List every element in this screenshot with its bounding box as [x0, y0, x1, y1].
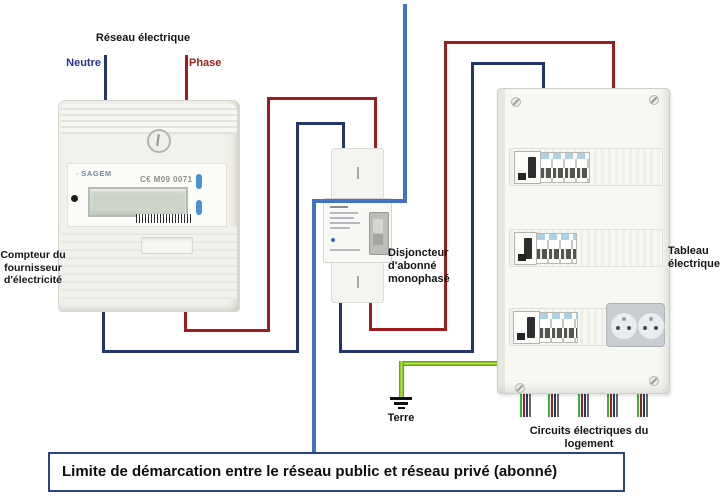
- circuits-caption: Circuits électriques du logement: [529, 425, 649, 450]
- phase-wire-segment: [184, 329, 270, 332]
- breaker-modules: [540, 152, 590, 183]
- neutral-wire-segment: [542, 62, 545, 96]
- screw-icon: [649, 376, 659, 386]
- neutral-wire-segment: [102, 303, 105, 353]
- phase-wire-segment: [369, 328, 447, 331]
- demarcation-note-text: Limite de démarcation entre le réseau pu…: [62, 463, 558, 480]
- electricity-meter: SAGEM C€ M09 0071: [58, 100, 240, 312]
- neutral-wire-segment: [471, 62, 545, 65]
- panel-row: [509, 148, 663, 186]
- phase-wire-segment: [369, 300, 372, 331]
- breaker-bottom-section: [331, 261, 384, 303]
- panel-caption-line: électrique: [668, 258, 720, 270]
- screw-icon: [515, 383, 525, 393]
- neutral-wire-segment: [102, 350, 299, 353]
- panel-caption: Tableau électrique: [668, 245, 720, 271]
- panel-row: [509, 229, 663, 267]
- meter-button: [196, 174, 202, 189]
- main-breaker-module: [514, 232, 537, 265]
- power-socket: [637, 312, 665, 340]
- neutral-wire-segment: [342, 122, 345, 150]
- phase-wire-segment: [612, 41, 615, 96]
- neutral-wire-segment: [104, 55, 107, 103]
- breaker-modules: [536, 233, 577, 264]
- phase-label: Phase: [189, 57, 222, 69]
- meter-indicator-dot: [71, 195, 78, 202]
- phase-wire-segment: [184, 303, 187, 332]
- breaker-caption-line: Disjoncteur: [388, 247, 449, 259]
- neutral-wire-segment: [339, 350, 474, 353]
- circuit-cable: [637, 390, 649, 417]
- earth-wire-segment: [399, 361, 404, 398]
- meter-top-ribs: [61, 104, 237, 134]
- neutral-wire-segment: [471, 62, 474, 353]
- circuit-cable: [548, 390, 560, 417]
- phase-wire-segment: [444, 41, 615, 44]
- neutral-label: Neutre: [66, 57, 101, 69]
- main-breaker-module: [513, 311, 540, 344]
- distribution-panel: [497, 88, 670, 394]
- breaker-lever: [369, 212, 389, 255]
- demarcation-line-segment: [403, 4, 407, 203]
- circuit-cable: [607, 390, 619, 417]
- neutral-wire-segment: [296, 122, 299, 353]
- breaker-caption-line: d'abonné: [388, 260, 437, 272]
- breaker-caption-line: monophasé: [388, 273, 450, 285]
- earth-caption: Terre: [387, 412, 415, 424]
- meter-faceplate: SAGEM C€ M09 0071: [67, 163, 227, 227]
- breaker-modules: [539, 312, 578, 343]
- meter-seal-icon: [147, 129, 171, 153]
- breaker-top-section: [331, 148, 384, 201]
- meter-brand: SAGEM: [76, 169, 112, 178]
- meter-caption: Compteur du fournisseur d'électricité: [0, 249, 66, 287]
- main-circuit-breaker: [323, 148, 392, 303]
- phase-wire-segment: [267, 97, 270, 332]
- earth-ground-icon: [394, 402, 408, 405]
- screw-icon: [649, 95, 659, 105]
- neutral-wire-segment: [339, 300, 342, 353]
- lcd-display: [88, 187, 188, 217]
- breaker-face: [323, 198, 392, 263]
- panel-caption-line: Tableau: [668, 245, 709, 257]
- phase-wire-segment: [444, 41, 447, 331]
- meter-caption-line: Compteur du: [0, 249, 66, 261]
- demarcation-line-segment: [312, 199, 316, 452]
- circuit-cable: [520, 390, 532, 417]
- network-title: Réseau électrique: [95, 32, 191, 44]
- neutral-wire-segment: [296, 122, 345, 125]
- demarcation-note-box: Limite de démarcation entre le réseau pu…: [48, 452, 625, 492]
- socket-plate: [606, 303, 665, 347]
- screw-icon: [511, 97, 521, 107]
- panel-row: [509, 308, 663, 346]
- earth-wire-segment: [399, 361, 497, 366]
- earth-ground-icon: [398, 407, 405, 409]
- demarcation-line-segment: [312, 199, 407, 203]
- phase-wire-segment: [374, 97, 377, 150]
- power-socket: [610, 312, 638, 340]
- meter-caption-line: fournisseur: [4, 261, 62, 274]
- meter-certification-marking: C€ M09 0071: [140, 175, 193, 184]
- meter-button: [196, 200, 202, 215]
- meter-label-slot: [141, 237, 193, 254]
- barcode: [136, 214, 192, 223]
- breaker-test-button: [331, 238, 335, 242]
- phase-wire-segment: [267, 97, 377, 100]
- phase-wire-segment: [185, 55, 188, 103]
- meter-caption-line: d'électricité: [4, 274, 62, 286]
- earth-ground-icon: [390, 397, 412, 400]
- circuit-cable: [578, 390, 590, 417]
- main-breaker-module: [514, 151, 541, 184]
- breaker-caption: Disjoncteur d'abonné monophasé: [388, 247, 450, 286]
